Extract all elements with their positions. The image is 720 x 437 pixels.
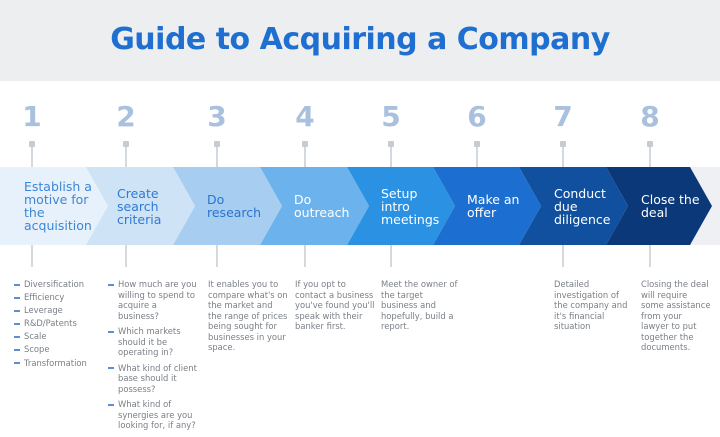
- chevron-step-3: [173, 167, 282, 245]
- step-number-7: 7: [553, 100, 573, 133]
- dash-icon: [14, 322, 20, 325]
- chevron-step-4: [260, 167, 369, 245]
- step-number-4: 4: [295, 100, 315, 133]
- step-label-4: Do outreach: [294, 192, 350, 220]
- bullet-item: Transformation: [14, 358, 104, 369]
- chevron-step-5: [347, 167, 455, 245]
- page-title: Guide to Acquiring a Company: [110, 22, 610, 57]
- chevron-step-7: [519, 167, 628, 245]
- step-number-1: 1: [22, 100, 42, 133]
- step-label-1: Establish a motive for the acquisition: [24, 179, 92, 233]
- bullet-item: Scale: [14, 331, 104, 342]
- process-chevron-band: [0, 167, 720, 245]
- chevron-step-1: [0, 167, 108, 245]
- step-label-6: Make an offer: [467, 192, 520, 220]
- step-number-8: 8: [640, 100, 660, 133]
- dash-icon: [108, 403, 114, 406]
- step-2-bullets: How much are you willing to spend to acq…: [108, 279, 200, 436]
- step-5-description: Meet the owner of the target business an…: [381, 279, 458, 331]
- step-7-description: Detailed investigation of the company an…: [554, 279, 628, 331]
- chevron-step-6: [433, 167, 541, 245]
- chevron-step-2: [86, 167, 195, 245]
- header-banner: Guide to Acquiring a Company: [0, 0, 720, 81]
- step-label-2: Create search criteria: [117, 185, 162, 227]
- step-label-5: Setup intro meetings: [381, 185, 440, 227]
- step-label-7: Conduct due diligence: [554, 185, 611, 227]
- step-number-6: 6: [467, 100, 487, 133]
- bullet-item: What kind of client base should it posse…: [108, 363, 200, 395]
- bullet-item: Which markets should it be operating in?: [108, 326, 200, 358]
- dash-icon: [14, 362, 20, 365]
- dash-icon: [108, 330, 114, 333]
- bullet-item: Diversification: [14, 279, 104, 290]
- bullet-item: Efficiency: [14, 292, 104, 303]
- step-8-description: Closing the deal will require some assis…: [641, 279, 711, 352]
- bullet-item: Leverage: [14, 305, 104, 316]
- step-number-5: 5: [381, 100, 401, 133]
- bullet-item: Scope: [14, 344, 104, 355]
- step-3-description: It enables you to compare what's on the …: [208, 279, 288, 352]
- dash-icon: [14, 309, 20, 312]
- step-number-3: 3: [207, 100, 227, 133]
- dash-icon: [14, 283, 20, 286]
- step-number-2: 2: [116, 100, 136, 133]
- chevron-step-8: [606, 167, 712, 245]
- dash-icon: [14, 296, 20, 299]
- bullet-item: How much are you willing to spend to acq…: [108, 279, 200, 321]
- dash-icon: [14, 348, 20, 351]
- step-label-3: Do research: [207, 192, 262, 220]
- dash-icon: [108, 367, 114, 369]
- step-label-8: Close the deal: [641, 192, 700, 220]
- step-1-bullets: Diversification Efficiency Leverage R&D/…: [14, 279, 104, 371]
- step-4-description: If you opt to contact a business you've …: [295, 279, 375, 331]
- bullet-item: R&D/Patents: [14, 318, 104, 329]
- dash-icon: [108, 283, 114, 286]
- dash-icon: [14, 335, 20, 338]
- bullet-item: What kind of synergies are you looking f…: [108, 399, 200, 431]
